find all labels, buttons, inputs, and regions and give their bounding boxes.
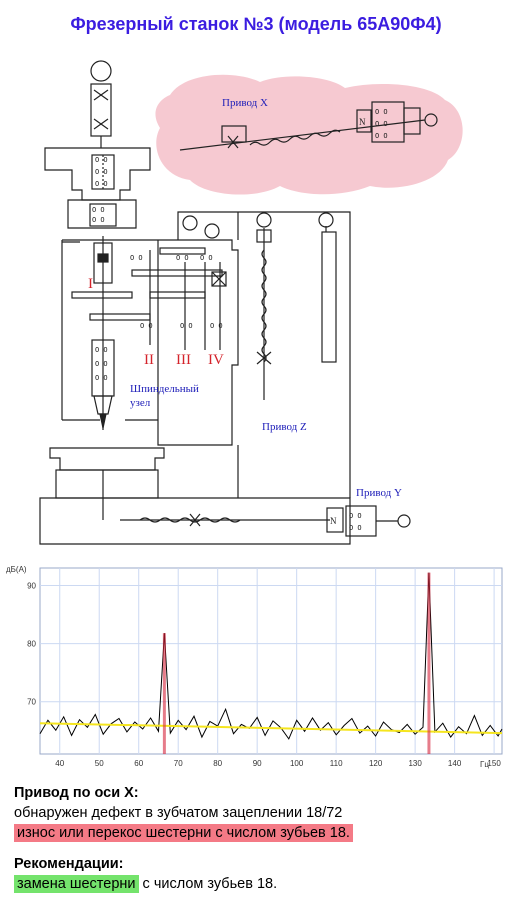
y-tick-label: 80: [27, 640, 36, 649]
y-tick-label: 90: [27, 581, 36, 590]
x-tick-label: 50: [95, 759, 104, 768]
page-title: Фрезерный станок №3 (модель 65А90Ф4): [70, 14, 442, 34]
svg-text:O O: O O: [375, 132, 388, 140]
svg-text:O O: O O: [349, 524, 362, 532]
x-tick-label: 110: [330, 759, 343, 768]
svg-text:O O: O O: [95, 374, 108, 382]
drive-y-label: Привод Y: [356, 487, 402, 499]
x-tick-label: 60: [134, 759, 143, 768]
svg-text:O O: O O: [375, 120, 388, 128]
drive-x-motor: [356, 109, 372, 133]
recommendation-highlight: замена шестерни: [14, 875, 139, 893]
svg-text:O O: O O: [95, 156, 108, 164]
drive-y-motor-label: N: [330, 516, 337, 526]
z-lead-screw: [261, 249, 267, 363]
drive-x-motor-label: N: [359, 117, 366, 127]
svg-text:O O: O O: [375, 108, 388, 116]
recommendation-rest: с числом зубьев 18.: [138, 876, 278, 892]
y-tick-label: 70: [27, 698, 36, 707]
x-tick-label: 40: [55, 759, 64, 768]
shaft-label-3: III: [176, 352, 191, 368]
shaft-label-4: IV: [208, 352, 224, 368]
svg-text:O O: O O: [210, 322, 223, 330]
report-diagnosis: износ или перекос шестерни с числом зубь…: [14, 824, 353, 842]
svg-text:O O: O O: [200, 254, 213, 262]
plot-area: [39, 567, 503, 755]
x-tick-label: 100: [290, 759, 304, 768]
trend-line: [39, 722, 503, 735]
svg-text:O O: O O: [95, 360, 108, 368]
svg-text:O O: O O: [176, 254, 189, 262]
svg-text:O O: O O: [95, 180, 108, 188]
x-tick-label: 80: [213, 759, 222, 768]
x-axis-unit: Гц: [480, 760, 489, 769]
drive-x-label: Привод X: [222, 97, 268, 109]
shaft-label-2: II: [144, 352, 154, 368]
svg-text:O O: O O: [95, 168, 108, 176]
recommendation-heading: Рекомендации:: [14, 856, 124, 872]
svg-text:O O: O O: [95, 346, 108, 354]
svg-text:O O: O O: [349, 512, 362, 520]
spindle-label-line2: узел: [130, 397, 151, 409]
svg-text:O O: O O: [140, 322, 153, 330]
drive-y-motor: [326, 507, 344, 533]
drive-x-box: [221, 125, 247, 143]
recommendation-text: замена шестерни с числом зубьев 18.: [14, 875, 278, 893]
kinematic-diagram: O O O O O O O O O O O O O O O O O O O O O O O O…: [39, 60, 463, 545]
top-motor-block: [90, 83, 112, 137]
report-defect: обнаружен дефект в зубчатом зацеплении 1…: [14, 805, 343, 821]
x-tick-label: 90: [253, 759, 262, 768]
x-tick-label: 70: [174, 759, 183, 768]
svg-text:O O: O O: [180, 322, 193, 330]
spectrum-chart: 40 50 60 70 80 90 100 110 120 130 140 150 70 80 90 дБ…: [6, 565, 503, 769]
x-tick-label: 150: [487, 759, 501, 768]
x-tick-label: 140: [448, 759, 462, 768]
y-axis-label: дБ(A): [6, 565, 27, 574]
x-tick-label: 120: [369, 759, 383, 768]
diagnosis-highlight: износ или перекос шестерни с числом зубь…: [14, 824, 353, 842]
series-line: [39, 572, 503, 740]
svg-text:O O: O O: [130, 254, 143, 262]
counterweight: [321, 231, 337, 363]
shaft-label-1: I: [88, 276, 93, 292]
svg-text:O O: O O: [92, 206, 105, 214]
report-heading: Привод по оси X:: [14, 785, 139, 801]
drive-z-label: Привод Z: [262, 421, 307, 433]
svg-text:O O: O O: [92, 216, 105, 224]
spindle-label-line1: Шпиндельный: [130, 383, 199, 395]
x-tick-label: 130: [408, 759, 422, 768]
